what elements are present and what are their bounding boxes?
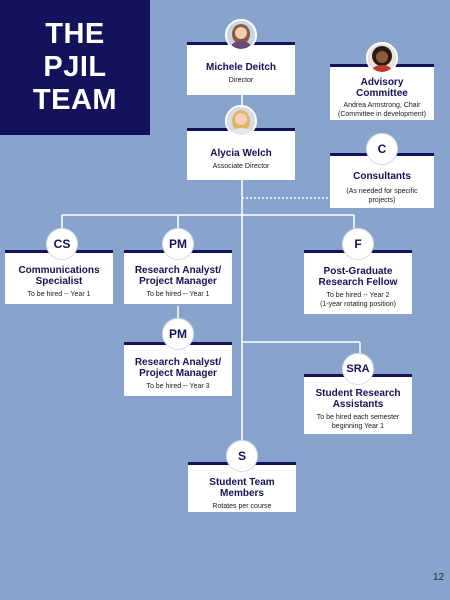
- node-name-line-2: Assistants: [332, 399, 384, 410]
- communications-badge: CS: [46, 228, 78, 260]
- node-role: Director: [228, 77, 254, 84]
- node-project-manager-year-3: Research Analyst/ Project Manager To be …: [124, 342, 232, 396]
- node-desc-line-2: beginning Year 1: [331, 423, 385, 430]
- node-name-line-1: Student Team: [209, 477, 275, 488]
- node-name: Alycia Welch: [210, 148, 272, 159]
- director-avatar: [225, 19, 257, 51]
- node-name-line-2: Members: [220, 488, 264, 499]
- node-desc: Rotates per course: [212, 503, 272, 510]
- advisory-chair-avatar: [366, 42, 398, 74]
- student-team-badge: S: [226, 440, 258, 472]
- title-line-3: TEAM: [32, 84, 118, 116]
- node-desc-line-2: projects): [368, 197, 396, 204]
- node-name: Michele Deitch: [205, 62, 277, 73]
- node-desc-line-1: Andrea Armstrong, Chair: [343, 102, 421, 109]
- node-desc: To be hired -- Year 3: [146, 383, 210, 390]
- page-title-block: THE PJIL TEAM: [0, 0, 150, 135]
- node-desc: To be hired -- Year 1: [27, 291, 91, 298]
- page-number: 12: [433, 572, 445, 583]
- node-name-line-1: Research Analyst/: [134, 265, 222, 276]
- node-name-line-1: Research Analyst/: [134, 357, 222, 368]
- node-name-line-1: Communications: [18, 265, 100, 276]
- associate-director-avatar: [225, 105, 257, 137]
- node-name-line-1: Student Research: [315, 388, 401, 399]
- node-name-line-1: Post-Graduate: [323, 266, 393, 277]
- node-desc-line-2: (Committee in development): [338, 111, 426, 118]
- node-name-line-2: Project Manager: [139, 368, 217, 379]
- project-manager-2-badge: PM: [162, 318, 194, 350]
- node-name-line-2: Committee: [356, 88, 408, 99]
- node-desc-line-1: To be hired each semester: [316, 414, 400, 421]
- node-desc-line-1: To be hired -- Year 2: [326, 292, 390, 299]
- node-name-line-2: Research Fellow: [318, 277, 398, 288]
- node-role: Associate Director: [212, 163, 270, 170]
- project-manager-1-badge: PM: [162, 228, 194, 260]
- node-desc-line-2: (1-year rotating position): [320, 301, 396, 308]
- title-line-1: THE: [45, 18, 105, 50]
- title-line-2: PJIL: [43, 51, 107, 83]
- node-name-line-2: Specialist: [35, 276, 83, 287]
- node-name-line-2: Project Manager: [139, 276, 217, 287]
- node-name-line-1: Advisory: [360, 77, 404, 88]
- node-desc: To be hired -- Year 1: [146, 291, 210, 298]
- fellow-badge: F: [342, 228, 374, 260]
- node-desc-line-1: (As needed for specific: [346, 188, 418, 195]
- node-name: Consultants: [353, 171, 411, 182]
- research-assistants-badge: SRA: [342, 353, 374, 385]
- consultants-badge: C: [366, 133, 398, 165]
